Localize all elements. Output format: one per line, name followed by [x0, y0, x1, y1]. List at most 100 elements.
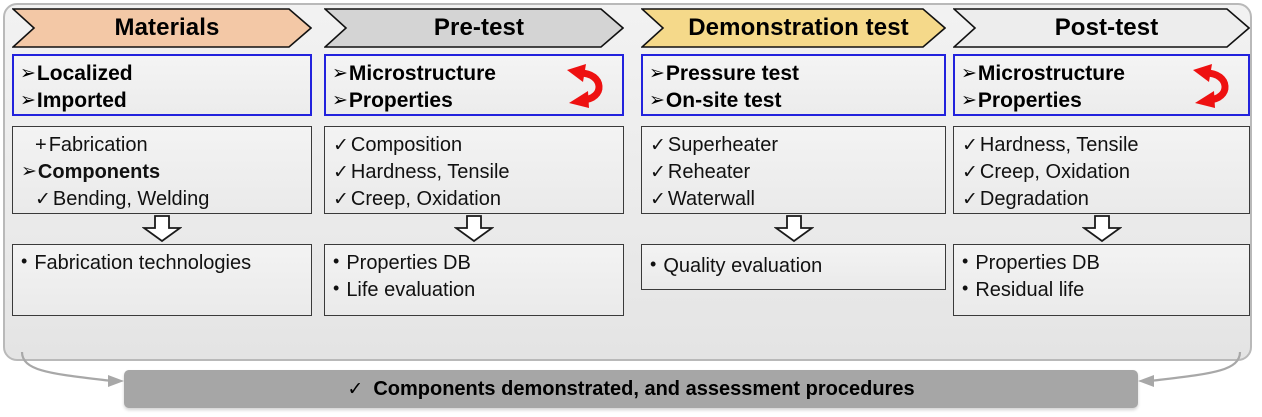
- arrow-bullet-icon: ➢: [649, 90, 665, 111]
- list-item: ➢Imported: [20, 88, 304, 115]
- down-arrow-icon: [641, 214, 946, 244]
- check-icon: ✓: [333, 135, 349, 156]
- middle-box-demonstration-test: ✓Superheater✓Reheater✓Waterwall: [641, 126, 946, 214]
- spacer: [641, 116, 946, 126]
- list-item-label: Quality evaluation: [663, 255, 823, 277]
- spacer: [953, 116, 1250, 126]
- bullet-icon: •: [333, 278, 340, 298]
- list-item: • Properties DB: [962, 250, 1243, 277]
- list-item-label: Hardness, Tensile: [979, 134, 1139, 156]
- list-item-label: Hardness, Tensile: [350, 161, 510, 183]
- list-item-label: Imported: [36, 89, 127, 112]
- header-label: Post-test: [1054, 14, 1159, 41]
- check-icon: ✓: [333, 189, 349, 210]
- plus-icon: +: [35, 134, 47, 156]
- bullet-icon: •: [962, 278, 969, 298]
- check-icon: ✓: [962, 135, 978, 156]
- check-icon: ✓: [650, 135, 666, 156]
- list-item: •Life evaluation: [333, 277, 617, 304]
- list-item-label: Properties DB: [975, 252, 1100, 274]
- list-item: •Properties DB: [333, 250, 617, 277]
- arrow-bullet-icon: ➢: [649, 63, 665, 84]
- list-item-label: Waterwall: [667, 188, 755, 210]
- list-item: ✓Waterwall: [650, 186, 939, 213]
- list-item: •Residual life: [962, 277, 1243, 304]
- list-item-label: Degradation: [979, 188, 1089, 210]
- list-item: ✓Superheater: [650, 132, 939, 159]
- header-chevron-post-test[interactable]: Post-test: [953, 8, 1250, 48]
- column-materials: Materials➢Localized➢Imported+Fabrication…: [12, 8, 312, 316]
- check-icon: ✓: [333, 162, 349, 183]
- list-item: +Fabrication: [21, 132, 305, 159]
- list-item-label: On-site test: [665, 89, 782, 112]
- list-item: • Fabrication technologies: [21, 250, 305, 277]
- list-item-label: Creep, Oxidation: [979, 161, 1130, 183]
- output-box-pre-test: •Properties DB•Life evaluation: [324, 244, 624, 316]
- list-item-label: Fabrication: [48, 134, 148, 156]
- primary-box-post-test: ➢Microstructure➢Properties: [953, 54, 1250, 116]
- spacer: [324, 116, 624, 126]
- bullet-icon: •: [21, 251, 28, 271]
- spacer: [12, 116, 312, 126]
- output-box-demonstration-test: • Quality evaluation: [641, 244, 946, 290]
- list-item-label: Pressure test: [665, 62, 799, 85]
- list-item-label: Localized: [36, 62, 133, 85]
- header-chevron-demonstration-test[interactable]: Demonstration test: [641, 8, 946, 48]
- down-arrow-icon: [12, 214, 312, 244]
- header-label: Demonstration test: [688, 14, 909, 41]
- output-box-post-test: • Properties DB •Residual life: [953, 244, 1250, 316]
- list-item-label: Fabrication technologies: [34, 252, 252, 274]
- list-item: ➢Pressure test: [649, 61, 938, 88]
- summary-banner-text: ✓Components demonstrated, and assessment…: [347, 378, 914, 401]
- header-label: Pre-test: [433, 14, 525, 41]
- arrow-bullet-icon: ➢: [20, 63, 36, 84]
- arrow-bullet-icon: ➢: [332, 90, 348, 111]
- list-item-label: Creep, Oxidation: [350, 188, 501, 210]
- list-item-label: Composition: [350, 134, 463, 156]
- bullet-icon: •: [962, 251, 969, 271]
- middle-box-pre-test: ✓Composition✓Hardness, Tensile✓Creep, Ox…: [324, 126, 624, 214]
- list-item: ✓Bending, Welding: [21, 186, 305, 213]
- check-icon: ✓: [962, 162, 978, 183]
- check-icon: ✓: [650, 189, 666, 210]
- check-icon: ✓: [650, 162, 666, 183]
- list-item-label: Microstructure: [348, 62, 496, 85]
- list-item: ✓Reheater: [650, 159, 939, 186]
- list-item-label: Superheater: [667, 134, 778, 156]
- check-icon: ✓: [35, 189, 51, 210]
- list-item: ✓Creep, Oxidation: [962, 159, 1243, 186]
- list-item: ➢On-site test: [649, 88, 938, 115]
- list-item-label: Properties: [348, 89, 453, 112]
- middle-box-post-test: ✓Hardness, Tensile✓Creep, Oxidation✓Degr…: [953, 126, 1250, 214]
- list-item-label: Bending, Welding: [52, 188, 210, 210]
- output-box-materials: • Fabrication technologies: [12, 244, 312, 316]
- list-item-label: Properties: [977, 89, 1082, 112]
- list-item: ✓Composition: [333, 132, 617, 159]
- header-chevron-pre-test[interactable]: Pre-test: [324, 8, 624, 48]
- middle-box-materials: +Fabrication➢Components✓Bending, Welding: [12, 126, 312, 214]
- arrow-bullet-icon: ➢: [961, 90, 977, 111]
- list-item: • Quality evaluation: [650, 253, 822, 280]
- column-post-test: Post-test➢Microstructure➢Properties✓Hard…: [953, 8, 1250, 316]
- column-pre-test: Pre-test➢Microstructure➢Properties✓Compo…: [324, 8, 624, 316]
- list-item-label: Microstructure: [977, 62, 1125, 85]
- list-item: ✓Hardness, Tensile: [962, 132, 1243, 159]
- cycle-arrow-icon: [564, 60, 616, 117]
- list-item: ➢Properties: [332, 88, 616, 115]
- arrow-bullet-icon: ➢: [332, 63, 348, 84]
- list-item: ➢Microstructure: [332, 61, 616, 88]
- summary-banner: ✓Components demonstrated, and assessment…: [124, 370, 1138, 408]
- header-chevron-materials[interactable]: Materials: [12, 8, 312, 48]
- list-item: ✓Hardness, Tensile: [333, 159, 617, 186]
- list-item: ➢Properties: [961, 88, 1242, 115]
- diagram-columns: Materials➢Localized➢Imported+Fabrication…: [12, 8, 1250, 316]
- bullet-icon: •: [650, 254, 657, 274]
- check-icon: ✓: [962, 189, 978, 210]
- list-item: ✓Degradation: [962, 186, 1243, 213]
- list-item-label: Components: [37, 161, 161, 183]
- list-item-label: Properties DB: [346, 252, 471, 274]
- list-item: ➢Localized: [20, 61, 304, 88]
- arrow-bullet-icon: ➢: [961, 63, 977, 84]
- list-item: ✓Creep, Oxidation: [333, 186, 617, 213]
